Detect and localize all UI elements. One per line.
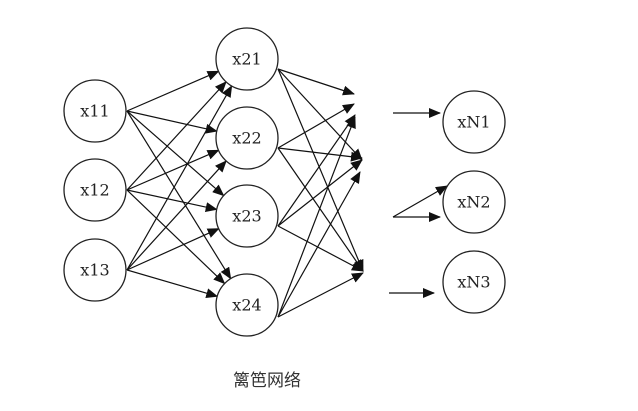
node-x21: x21 (215, 27, 279, 91)
edge-x24-next-2 (277, 171, 361, 318)
node-label: x24 (232, 296, 261, 315)
node-label: xN1 (457, 113, 490, 132)
node-circle (442, 90, 506, 154)
node-label: xN3 (457, 273, 490, 292)
node-label: x13 (80, 261, 109, 280)
edge-x12-x23 (126, 189, 218, 212)
edge-x13-x24 (126, 269, 219, 299)
node-label: xN2 (457, 193, 490, 212)
node-x13: x13 (63, 238, 127, 302)
node-label: x21 (232, 50, 261, 69)
caption-text: 篱笆网络 (233, 371, 301, 391)
node-x12: x12 (63, 158, 127, 222)
edge-x11-x21 (126, 70, 220, 112)
edge-x21-next-1 (277, 68, 355, 96)
edge-x24-next-3 (277, 272, 364, 318)
edge-x13-x22 (126, 160, 227, 271)
edge-x12-x21 (126, 81, 227, 191)
edges-layer (126, 68, 448, 318)
node-circle (215, 273, 279, 337)
edge-x23-next-2 (277, 159, 363, 227)
node-circle (63, 238, 127, 302)
edge-x11-x22 (126, 110, 218, 134)
edge-x24-next-1 (277, 116, 356, 318)
node-xN2: xN2 (442, 170, 506, 234)
edge-x22-next-3 (277, 147, 364, 272)
edge-x12-x22 (126, 149, 220, 191)
node-xN3: xN3 (442, 250, 506, 314)
diagram-caption: 篱笆网络 (0, 366, 638, 391)
node-label: x11 (80, 102, 109, 121)
edge-x13-x23 (126, 228, 220, 271)
node-circle (63, 79, 127, 143)
node-circle (215, 27, 279, 91)
edge-x21-next-2 (277, 68, 363, 161)
node-label: x22 (232, 129, 261, 148)
nodes-layer: x11 x12 x13 x21 x22 x23 x24 xN1 xN2 xN3 (63, 27, 506, 337)
node-circle (215, 184, 279, 248)
edge-to-xN2-a (392, 185, 448, 218)
edge-x23-next-1 (277, 114, 356, 227)
edge-x22-next-2 (277, 147, 363, 162)
edge-x11-x24 (126, 110, 232, 280)
node-label: x23 (232, 207, 261, 226)
node-circle (63, 158, 127, 222)
node-x24: x24 (215, 273, 279, 337)
edge-x21-next-3 (277, 68, 364, 272)
edge-x22-next-1 (277, 103, 355, 149)
edge-x23-next-3 (277, 225, 364, 272)
node-x11: x11 (63, 79, 127, 143)
edge-x11-x23 (126, 110, 225, 197)
node-xN1: xN1 (442, 90, 506, 154)
edge-x12-x24 (126, 189, 226, 285)
node-x23: x23 (215, 184, 279, 248)
edge-x13-x21 (126, 85, 233, 271)
node-circle (442, 250, 506, 314)
node-circle (442, 170, 506, 234)
node-x22: x22 (215, 106, 279, 170)
node-circle (215, 106, 279, 170)
node-label: x12 (80, 181, 109, 200)
